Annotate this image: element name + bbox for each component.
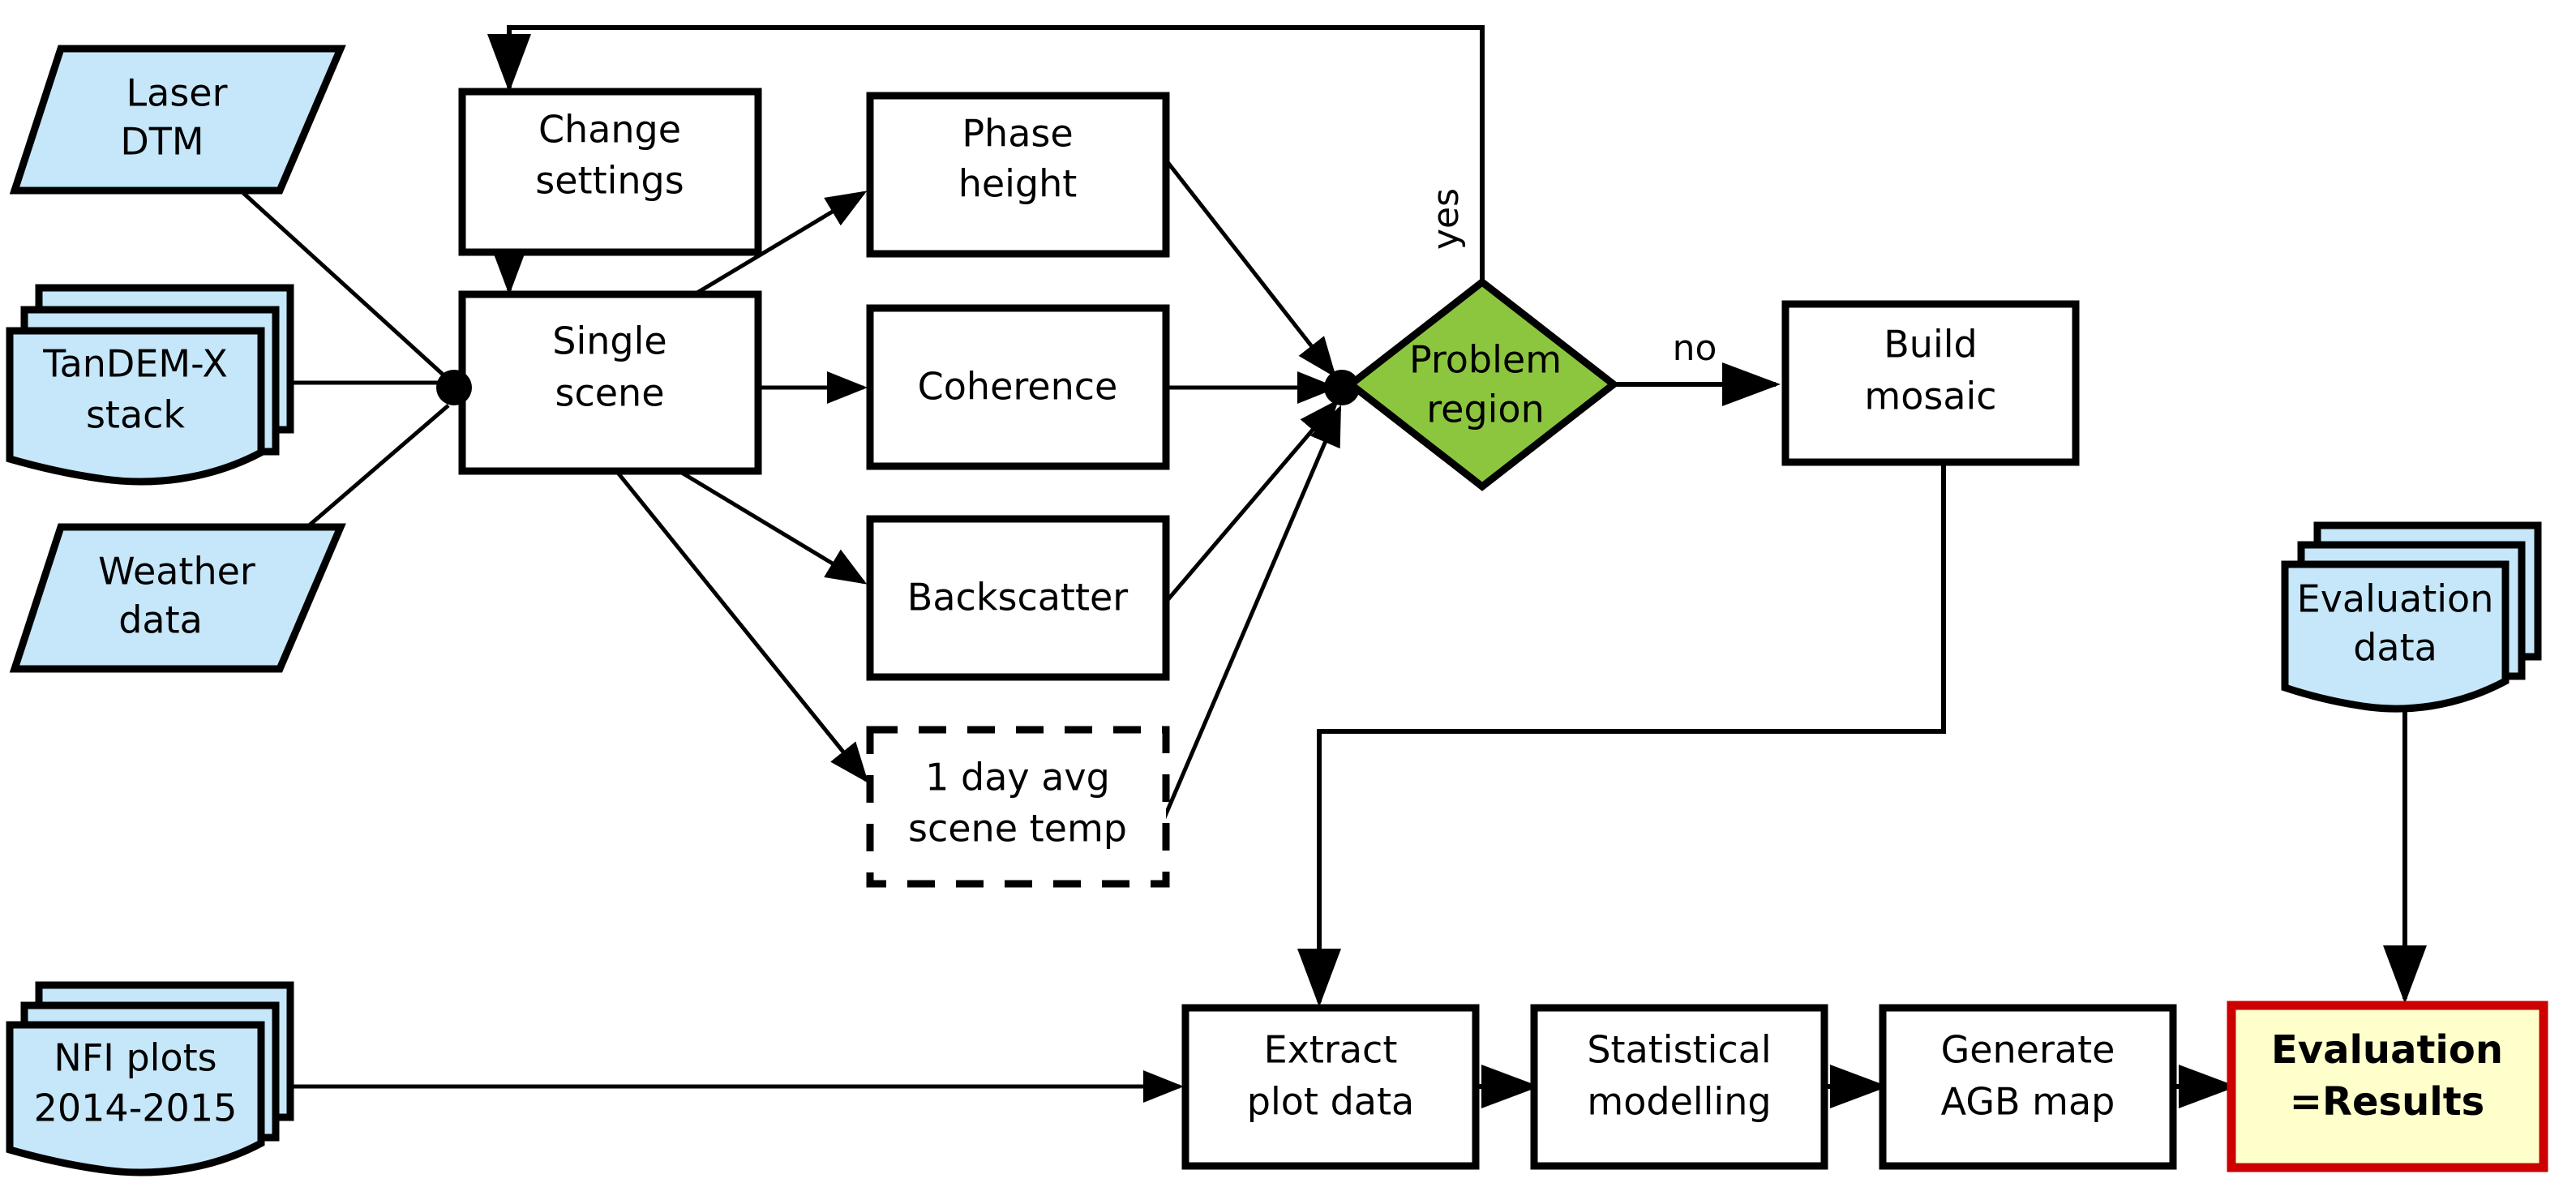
build-mosaic-label-line2: mosaic: [1864, 375, 1996, 418]
statistical-modelling-label-line2: modelling: [1587, 1080, 1771, 1124]
node-extract-plot-data[interactable]: Extract plot data: [1181, 1004, 1480, 1170]
laser-dtm-label-line2: DTM: [120, 120, 204, 164]
node-laser-dtm[interactable]: Laser DTM: [9, 45, 346, 195]
change-settings-label-line1: Change: [538, 108, 681, 152]
svg-text:yes: yes: [1425, 188, 1467, 250]
problem-region-label-line1: Problem: [1409, 338, 1562, 382]
weather-data-label-line1: Weather: [98, 550, 255, 594]
node-phase-height[interactable]: Phase height: [866, 92, 1170, 258]
statistical-modelling-label-line1: Statistical: [1587, 1028, 1771, 1072]
node-evaluation-results[interactable]: Evaluation =Results: [2227, 1001, 2548, 1172]
scene-temp-label-line1: 1 day avg: [925, 756, 1110, 799]
edge-problem-region-to-change-settings: [487, 25, 1485, 282]
nfi-plots-label-line2: 2014-2015: [34, 1086, 238, 1130]
weather-data-label-line2: data: [118, 598, 203, 642]
phase-height-label-line2: height: [958, 162, 1078, 206]
node-evaluation-data[interactable]: Evaluation data: [2281, 521, 2542, 713]
edge-scene-temp-to-problem-region: [1159, 405, 1342, 826]
scene-temp-label-line2: scene temp: [908, 807, 1127, 851]
evaluation-results-label-line2: =Results: [2290, 1079, 2484, 1125]
merge-point-single-scene: [436, 370, 472, 405]
change-settings-label-line2: settings: [535, 159, 684, 203]
phase-height-label-line1: Phase: [962, 112, 1073, 156]
node-problem-region[interactable]: Problem region: [1344, 277, 1620, 491]
build-mosaic-label-line1: Build: [1884, 323, 1977, 366]
generate-agb-map-label-line1: Generate: [1941, 1028, 2115, 1072]
edge-backscatter-to-problem-region: [1166, 399, 1339, 602]
problem-region-label-line2: region: [1426, 388, 1544, 431]
node-change-settings[interactable]: Change settings: [458, 88, 762, 256]
tandem-x-label-line1: TanDEM-X: [42, 342, 228, 386]
nfi-plots-label-line1: NFI plots: [54, 1036, 216, 1080]
edge-label-yes: yes: [1425, 188, 1467, 250]
coherence-label: Coherence: [918, 365, 1118, 409]
svg-text:no: no: [1673, 328, 1717, 369]
backscatter-label: Backscatter: [907, 576, 1128, 619]
node-generate-agb-map[interactable]: Generate AGB map: [1879, 1004, 2177, 1170]
extract-plot-data-label-line2: plot data: [1247, 1080, 1414, 1124]
node-backscatter[interactable]: Backscatter: [866, 515, 1170, 681]
node-tandem-x-stack[interactable]: TanDEM-X stack: [6, 284, 294, 486]
node-single-scene[interactable]: Single scene: [458, 290, 762, 475]
edge-phase-height-to-problem-region: [1166, 161, 1337, 378]
node-weather-data[interactable]: Weather data: [9, 523, 346, 673]
merge-point-problem-region: [1324, 370, 1360, 405]
edge-build-mosaic-to-extract-plot-data: [1297, 459, 1946, 1007]
tandem-x-label-line2: stack: [86, 393, 185, 437]
node-nfi-plots[interactable]: NFI plots 2014-2015: [6, 981, 294, 1176]
laser-dtm-label-line1: Laser: [126, 71, 228, 115]
edge-label-no: no: [1673, 328, 1717, 369]
node-build-mosaic[interactable]: Build mosaic: [1781, 300, 2080, 466]
node-statistical-modelling[interactable]: Statistical modelling: [1530, 1004, 1828, 1170]
single-scene-label-line1: Single: [552, 319, 667, 363]
generate-agb-map-label-line2: AGB map: [1941, 1080, 2115, 1124]
evaluation-results-label-line1: Evaluation: [2271, 1027, 2503, 1073]
extract-plot-data-label-line1: Extract: [1264, 1028, 1398, 1072]
node-coherence[interactable]: Coherence: [866, 304, 1170, 470]
edge-laser-dtm-to-single-scene: [242, 191, 450, 381]
evaluation-data-label-line2: data: [2353, 626, 2437, 670]
evaluation-data-label-line1: Evaluation: [2297, 577, 2494, 621]
node-scene-temp[interactable]: 1 day avg scene temp: [866, 726, 1170, 888]
single-scene-label-line2: scene: [555, 371, 664, 415]
